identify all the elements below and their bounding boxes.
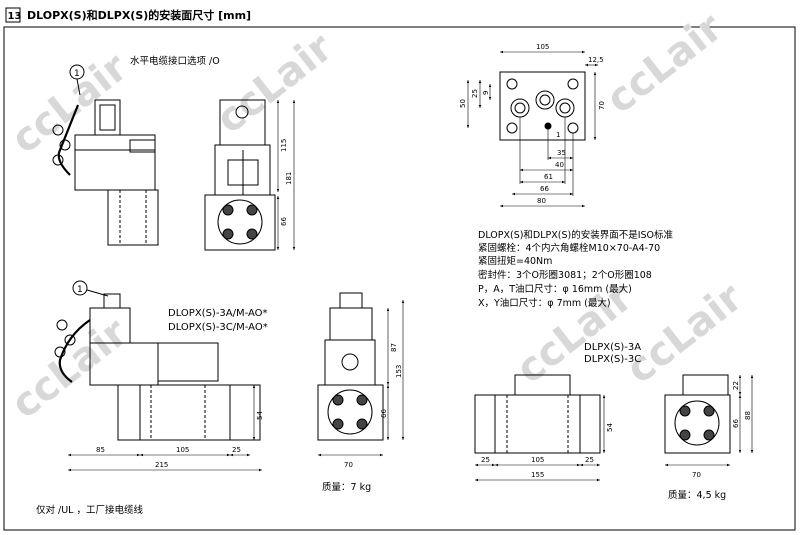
caption-horizontal-cable: 水平电缆接口选项 /O (130, 55, 220, 67)
dim-value: 115 (280, 139, 288, 152)
dim-value: 25 (585, 456, 594, 464)
dlpx-side-view (474, 374, 601, 454)
dim-value: 54 (606, 423, 614, 432)
watermark-text: ccLair (208, 24, 342, 143)
model-label-dlpx-3a: DLPX(S)-3A (584, 342, 641, 353)
dim-value: 66 (380, 409, 388, 418)
dimensions-top-front: 115 181 66 (276, 100, 296, 250)
valve-side-view-mid: 1 (54, 280, 261, 441)
callout-circle (72, 280, 88, 296)
dim-value: 25 (232, 446, 241, 454)
note-line: 密封件：3个O形圈3081；2个O形圈108 (478, 269, 652, 281)
dim-value: 85 (96, 446, 105, 454)
dim-value: 22 (732, 381, 740, 390)
callout-number: 1 (74, 69, 80, 79)
dim-value: 66 (732, 419, 740, 428)
dimensions-interface: 105 12,5 50 25 9 70 35 40 61 66 80 1 (459, 43, 606, 208)
dim-value: 54 (256, 411, 264, 420)
mass-label-left: 质量：7 kg (322, 481, 371, 493)
mass-label-right: 质量：4,5 kg (668, 489, 726, 501)
mounting-interface-view (499, 71, 586, 141)
technical-notes: DLOPX(S)和DLPX(S)的安装界面不是ISO标准 紧固螺栓：4个内六角螺… (478, 229, 674, 309)
ul-note: 仅对 /UL ，工厂接电缆线 (36, 504, 143, 516)
valve-front-view-mid (317, 292, 384, 441)
dim-value: 87 (390, 343, 398, 352)
dim-value: 88 (744, 411, 752, 420)
dim-value: 61 (544, 173, 553, 181)
valve-front-view-top (204, 99, 276, 251)
note-line: 紧固扭矩=40Nm (478, 255, 552, 267)
dim-value: 9 (482, 91, 490, 95)
model-label-dlpx-3c: DLPX(S)-3C (584, 354, 641, 365)
note-line: DLOPX(S)和DLPX(S)的安装界面不是ISO标准 (478, 229, 674, 241)
dlpx-front-view (664, 374, 731, 454)
callout-number: 1 (77, 285, 83, 295)
dim-value: 1 (556, 131, 560, 139)
dim-value: 153 (395, 365, 403, 378)
dimensions-dlpx-side: 25 105 25 155 54 (475, 395, 614, 482)
dim-value: 66 (280, 217, 288, 226)
dim-value: 25 (481, 456, 490, 464)
dim-value: 70 (598, 101, 606, 110)
dim-value: 80 (537, 197, 546, 205)
dim-value: 155 (531, 471, 544, 479)
model-label-3a: DLOPX(S)-3A/M-AO* (168, 308, 268, 319)
dim-value: 50 (459, 99, 467, 108)
dim-value: 40 (555, 161, 564, 169)
watermark-text: ccLair (598, 4, 732, 123)
dim-value: 181 (285, 172, 293, 185)
note-line: P，A，T油口尺寸：φ 16mm (最大) (478, 283, 632, 295)
dim-value: 12,5 (588, 56, 604, 64)
dimensions-dlpx-front: 22 88 66 70 (665, 375, 754, 479)
dim-value: 105 (176, 446, 189, 454)
dim-value: 105 (531, 456, 544, 464)
section-number: 13 (8, 11, 22, 22)
dim-value: 105 (536, 43, 549, 51)
dim-value: 70 (692, 471, 701, 479)
dim-value: 66 (540, 185, 549, 193)
dim-value: 25 (471, 89, 479, 98)
section-number-box (5, 7, 21, 23)
valve-side-view-top: 水平电缆接口选项 /O 1 (52, 55, 220, 246)
page-title: DLOPX(S)和DLPX(S)的安装面尺寸 [mm] (27, 8, 251, 22)
dim-value: 215 (155, 461, 168, 469)
sheet-border (3, 26, 796, 531)
dim-value: 70 (344, 461, 353, 469)
model-label-3c: DLOPX(S)-3C/M-AO* (168, 322, 268, 333)
dim-value: 35 (557, 149, 566, 157)
note-line: 紧固螺栓：4个内六角螺栓M10×70-A4-70 (478, 242, 660, 254)
note-line: X，Y油口尺寸：φ 7mm (最大) (478, 297, 611, 309)
dimensions-mid-side: 85 105 25 215 54 (68, 385, 264, 472)
watermark-text: ccLair (3, 309, 137, 428)
dimensions-mid-front: 87 153 66 70 (318, 300, 405, 469)
